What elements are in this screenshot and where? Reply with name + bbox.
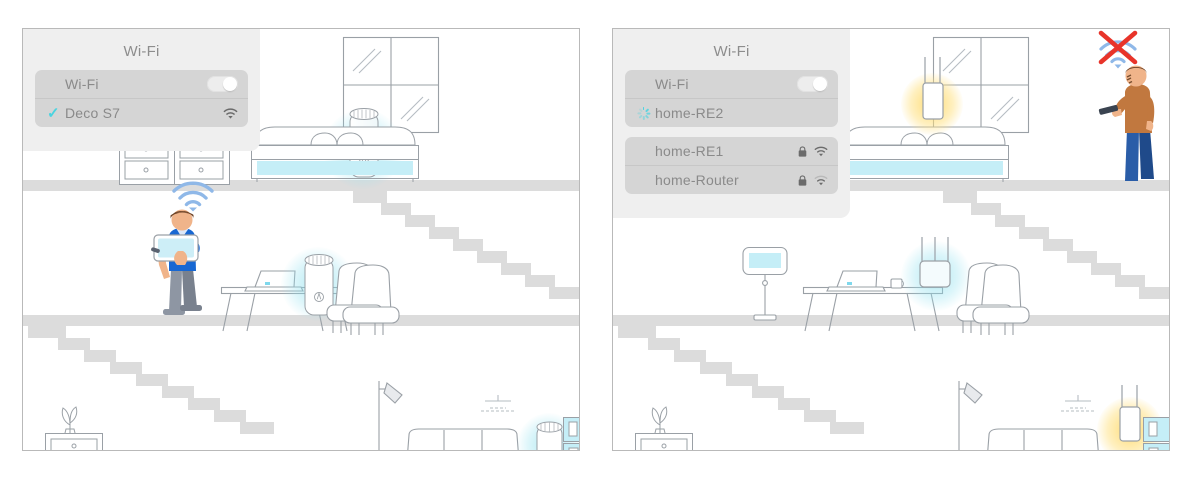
- floor-divider-lower-2: [613, 315, 1169, 326]
- sofa-lower-2: [987, 428, 1099, 450]
- network-row-tail-4: [798, 174, 828, 186]
- wifi-toggle-label: Wi-Fi: [65, 76, 99, 92]
- person-with-tablet: [151, 209, 202, 315]
- nightstand-lower: [45, 433, 103, 450]
- wifi-strength-icon-3: [814, 146, 828, 156]
- wifi-signal-good-icon: [172, 181, 214, 212]
- bed-upper: [251, 126, 419, 182]
- spinner-icon: [636, 106, 655, 120]
- window-upper: [342, 36, 440, 134]
- person-with-phone: [1098, 65, 1155, 181]
- wifi-popover-title: Wi-Fi: [123, 43, 160, 60]
- wifi-popover-left[interactable]: Wi-Fi Wi-Fi ✓ Deco S7: [23, 29, 260, 151]
- wifi-settings-group: Wi-Fi ✓ Deco S7: [35, 70, 248, 127]
- wifi-toggle-switch[interactable]: [207, 76, 238, 92]
- tv-cabinet-lower-2: [1143, 417, 1169, 450]
- range-extender-lower: [1119, 385, 1141, 442]
- ceiling-lamp-lower-2: [1061, 395, 1095, 412]
- wifi-available-networks-group: home-RE1: [625, 137, 838, 194]
- network-row-home-re1[interactable]: home-RE1: [625, 137, 838, 165]
- staircase-upper: [353, 191, 579, 299]
- wifi-strength-icon-4: [814, 175, 828, 185]
- network-row-tail: [223, 107, 238, 119]
- staircase-lower: [28, 326, 274, 434]
- deco-unit-middle: [304, 254, 334, 316]
- network-ssid-label-2: home-RE2: [655, 105, 724, 121]
- armchair-middle-2: [956, 262, 1030, 335]
- floor-divider-lower: [23, 315, 579, 326]
- wifi-signal-blocked-icon: [1098, 30, 1138, 69]
- left-scenario-panel: Wi-Fi Wi-Fi ✓ Deco S7: [22, 28, 580, 451]
- floor-divider-upper: [23, 180, 579, 191]
- wifi-toggle-label-2: Wi-Fi: [655, 76, 689, 92]
- floor-lamp-lower: [378, 381, 403, 450]
- wifi-toggle-tail: [207, 76, 238, 92]
- toggle-knob-2: [813, 77, 827, 91]
- wifi-strength-icon: [223, 107, 238, 119]
- standing-monitor-middle: [742, 246, 788, 321]
- lock-icon: [798, 145, 807, 157]
- sofa-lower: [407, 428, 519, 450]
- network-ssid-label-3: home-RE1: [655, 143, 724, 159]
- wall-router-middle: [919, 237, 951, 288]
- armchair-middle: [326, 262, 400, 335]
- nightstand-lower-2: [635, 433, 693, 450]
- network-row-tail-3: [798, 145, 828, 157]
- floor-lamp-lower-2: [958, 381, 983, 450]
- staircase-lower-2: [618, 326, 864, 434]
- range-extender-upper: [922, 57, 944, 120]
- wifi-settings-group-2: Wi-Fi home-RE2: [625, 70, 838, 127]
- network-ssid-label: Deco S7: [65, 105, 121, 121]
- network-row-home-router[interactable]: home-Router: [625, 165, 838, 194]
- toggle-knob: [223, 77, 237, 91]
- ceiling-lamp-lower: [481, 395, 515, 412]
- right-scenario-panel: Wi-Fi Wi-Fi: [612, 28, 1170, 451]
- desk-with-laptop-2: [802, 270, 944, 332]
- plant-lower: [61, 406, 78, 438]
- network-row-deco-s7[interactable]: ✓ Deco S7: [35, 98, 248, 127]
- floor-divider-upper-2: [613, 180, 1169, 191]
- wifi-toggle-tail-2: [797, 76, 828, 92]
- wifi-toggle-row-2[interactable]: Wi-Fi: [625, 70, 838, 98]
- wifi-toggle-row[interactable]: Wi-Fi: [35, 70, 248, 98]
- wifi-toggle-switch-2[interactable]: [797, 76, 828, 92]
- plant-lower-2: [651, 406, 668, 438]
- lock-icon-2: [798, 174, 807, 186]
- check-icon: ✓: [47, 104, 60, 122]
- wifi-popover-title-2: Wi-Fi: [713, 43, 750, 60]
- network-ssid-label-4: home-Router: [655, 172, 739, 188]
- network-row-home-re2[interactable]: home-RE2: [625, 98, 838, 127]
- staircase-upper-2: [943, 191, 1169, 299]
- tv-cabinet-lower: [563, 417, 579, 450]
- wifi-popover-right[interactable]: Wi-Fi Wi-Fi: [613, 29, 850, 218]
- deco-unit-lower: [536, 421, 563, 450]
